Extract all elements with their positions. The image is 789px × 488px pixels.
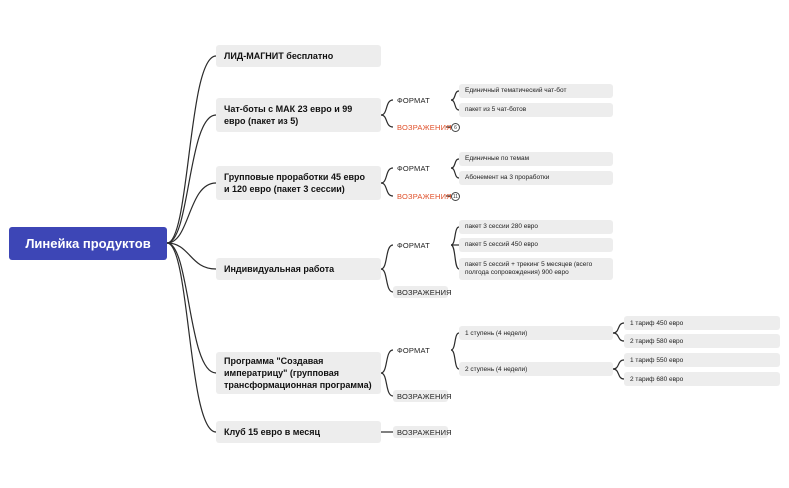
program-stage-2-tariff-1[interactable]: 1 тариф 550 евро [624,353,780,367]
group-format-label[interactable]: ФОРМАТ [397,163,430,173]
root-node[interactable]: Линейка продуктов [9,227,167,260]
group-objections-label[interactable]: ВОЗРАЖЕНИЯ [397,191,452,201]
individual-objections-label[interactable]: ВОЗРАЖЕНИЯ [393,286,452,298]
product-individual[interactable]: Индивидуальная работа [216,258,381,280]
individual-format-item-5-sessions[interactable]: пакет 5 сессий 450 евро [459,238,613,252]
individual-format-item-3-sessions[interactable]: пакет 3 сессии 280 евро [459,220,613,234]
group-objections-count-badge[interactable]: 11 [451,192,460,201]
product-lead-magnet[interactable]: ЛИД-МАГНИТ бесплатно [216,45,381,67]
chatbots-format-item-single[interactable]: Единичный тематический чат-бот [459,84,613,98]
club-objections-label[interactable]: ВОЗРАЖЕНИЯ [393,426,452,438]
program-stage-1-tariff-1[interactable]: 1 тариф 450 евро [624,316,780,330]
program-objections-label[interactable]: ВОЗРАЖЕНИЯ [393,390,452,402]
chatbots-format-item-pack[interactable]: пакет из 5 чат-ботов [459,103,613,117]
product-club[interactable]: Клуб 15 евро в месяц [216,421,381,443]
chatbots-objections-count-badge[interactable]: 6 [451,123,460,132]
chatbots-objections-label[interactable]: ВОЗРАЖЕНИЯ [397,122,452,132]
product-group-sessions[interactable]: Групповые проработки 45 евро и 120 евро … [216,166,381,200]
program-stage-2[interactable]: 2 ступень (4 недели) [459,362,613,376]
group-format-item-single[interactable]: Единичные по темам [459,152,613,166]
product-chatbots[interactable]: Чат-боты с МАК 23 евро и 99 евро (пакет … [216,98,381,132]
chatbots-format-label[interactable]: ФОРМАТ [397,95,430,105]
program-stage-1-tariff-2[interactable]: 2 тариф 580 евро [624,334,780,348]
program-stage-1[interactable]: 1 ступень (4 недели) [459,326,613,340]
program-format-label[interactable]: ФОРМАТ [397,345,430,355]
individual-format-label[interactable]: ФОРМАТ [397,240,430,250]
program-stage-2-tariff-2[interactable]: 2 тариф 680 евро [624,372,780,386]
individual-format-item-tracking[interactable]: пакет 5 сессий + трекинг 5 месяцев (всег… [459,258,613,280]
group-format-item-subscription[interactable]: Абонемент на 3 проработки [459,171,613,185]
product-program[interactable]: Программа "Создавая императрицу" (группо… [216,352,381,394]
